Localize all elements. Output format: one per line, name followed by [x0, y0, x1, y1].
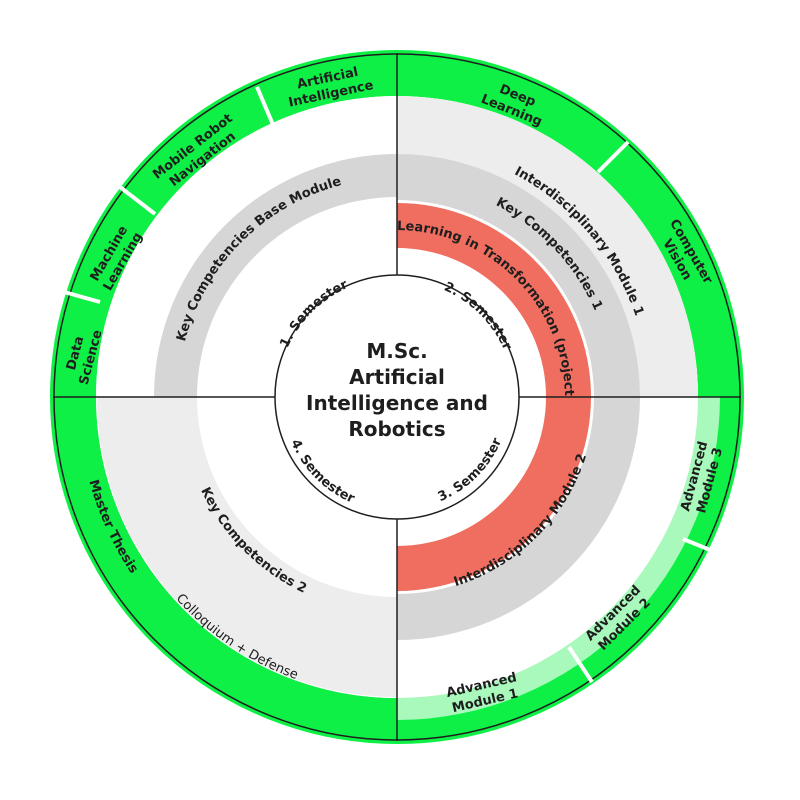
- key-competencies-1-segment: [397, 154, 640, 397]
- center-line-4: Robotics: [348, 417, 445, 441]
- center-title: M.Sc. Artificial Intelligence and Roboti…: [306, 339, 488, 441]
- center-circle: [274, 274, 520, 520]
- center-line-1: M.Sc.: [366, 339, 427, 363]
- interdisciplinary-module-1-segment: [397, 96, 698, 397]
- key-competencies-2-segment: [154, 397, 397, 640]
- bottom-left-outer-band: [97, 397, 397, 697]
- outer-ring-separators: [56, 86, 726, 684]
- center-line-2: Artificial: [349, 365, 445, 389]
- interdisciplinary-module-2-segment: [397, 397, 640, 640]
- key-competencies-base-segment: [154, 154, 397, 397]
- learning-in-transformation-segment: [397, 203, 591, 591]
- center-line-3: Intelligence and: [306, 391, 488, 415]
